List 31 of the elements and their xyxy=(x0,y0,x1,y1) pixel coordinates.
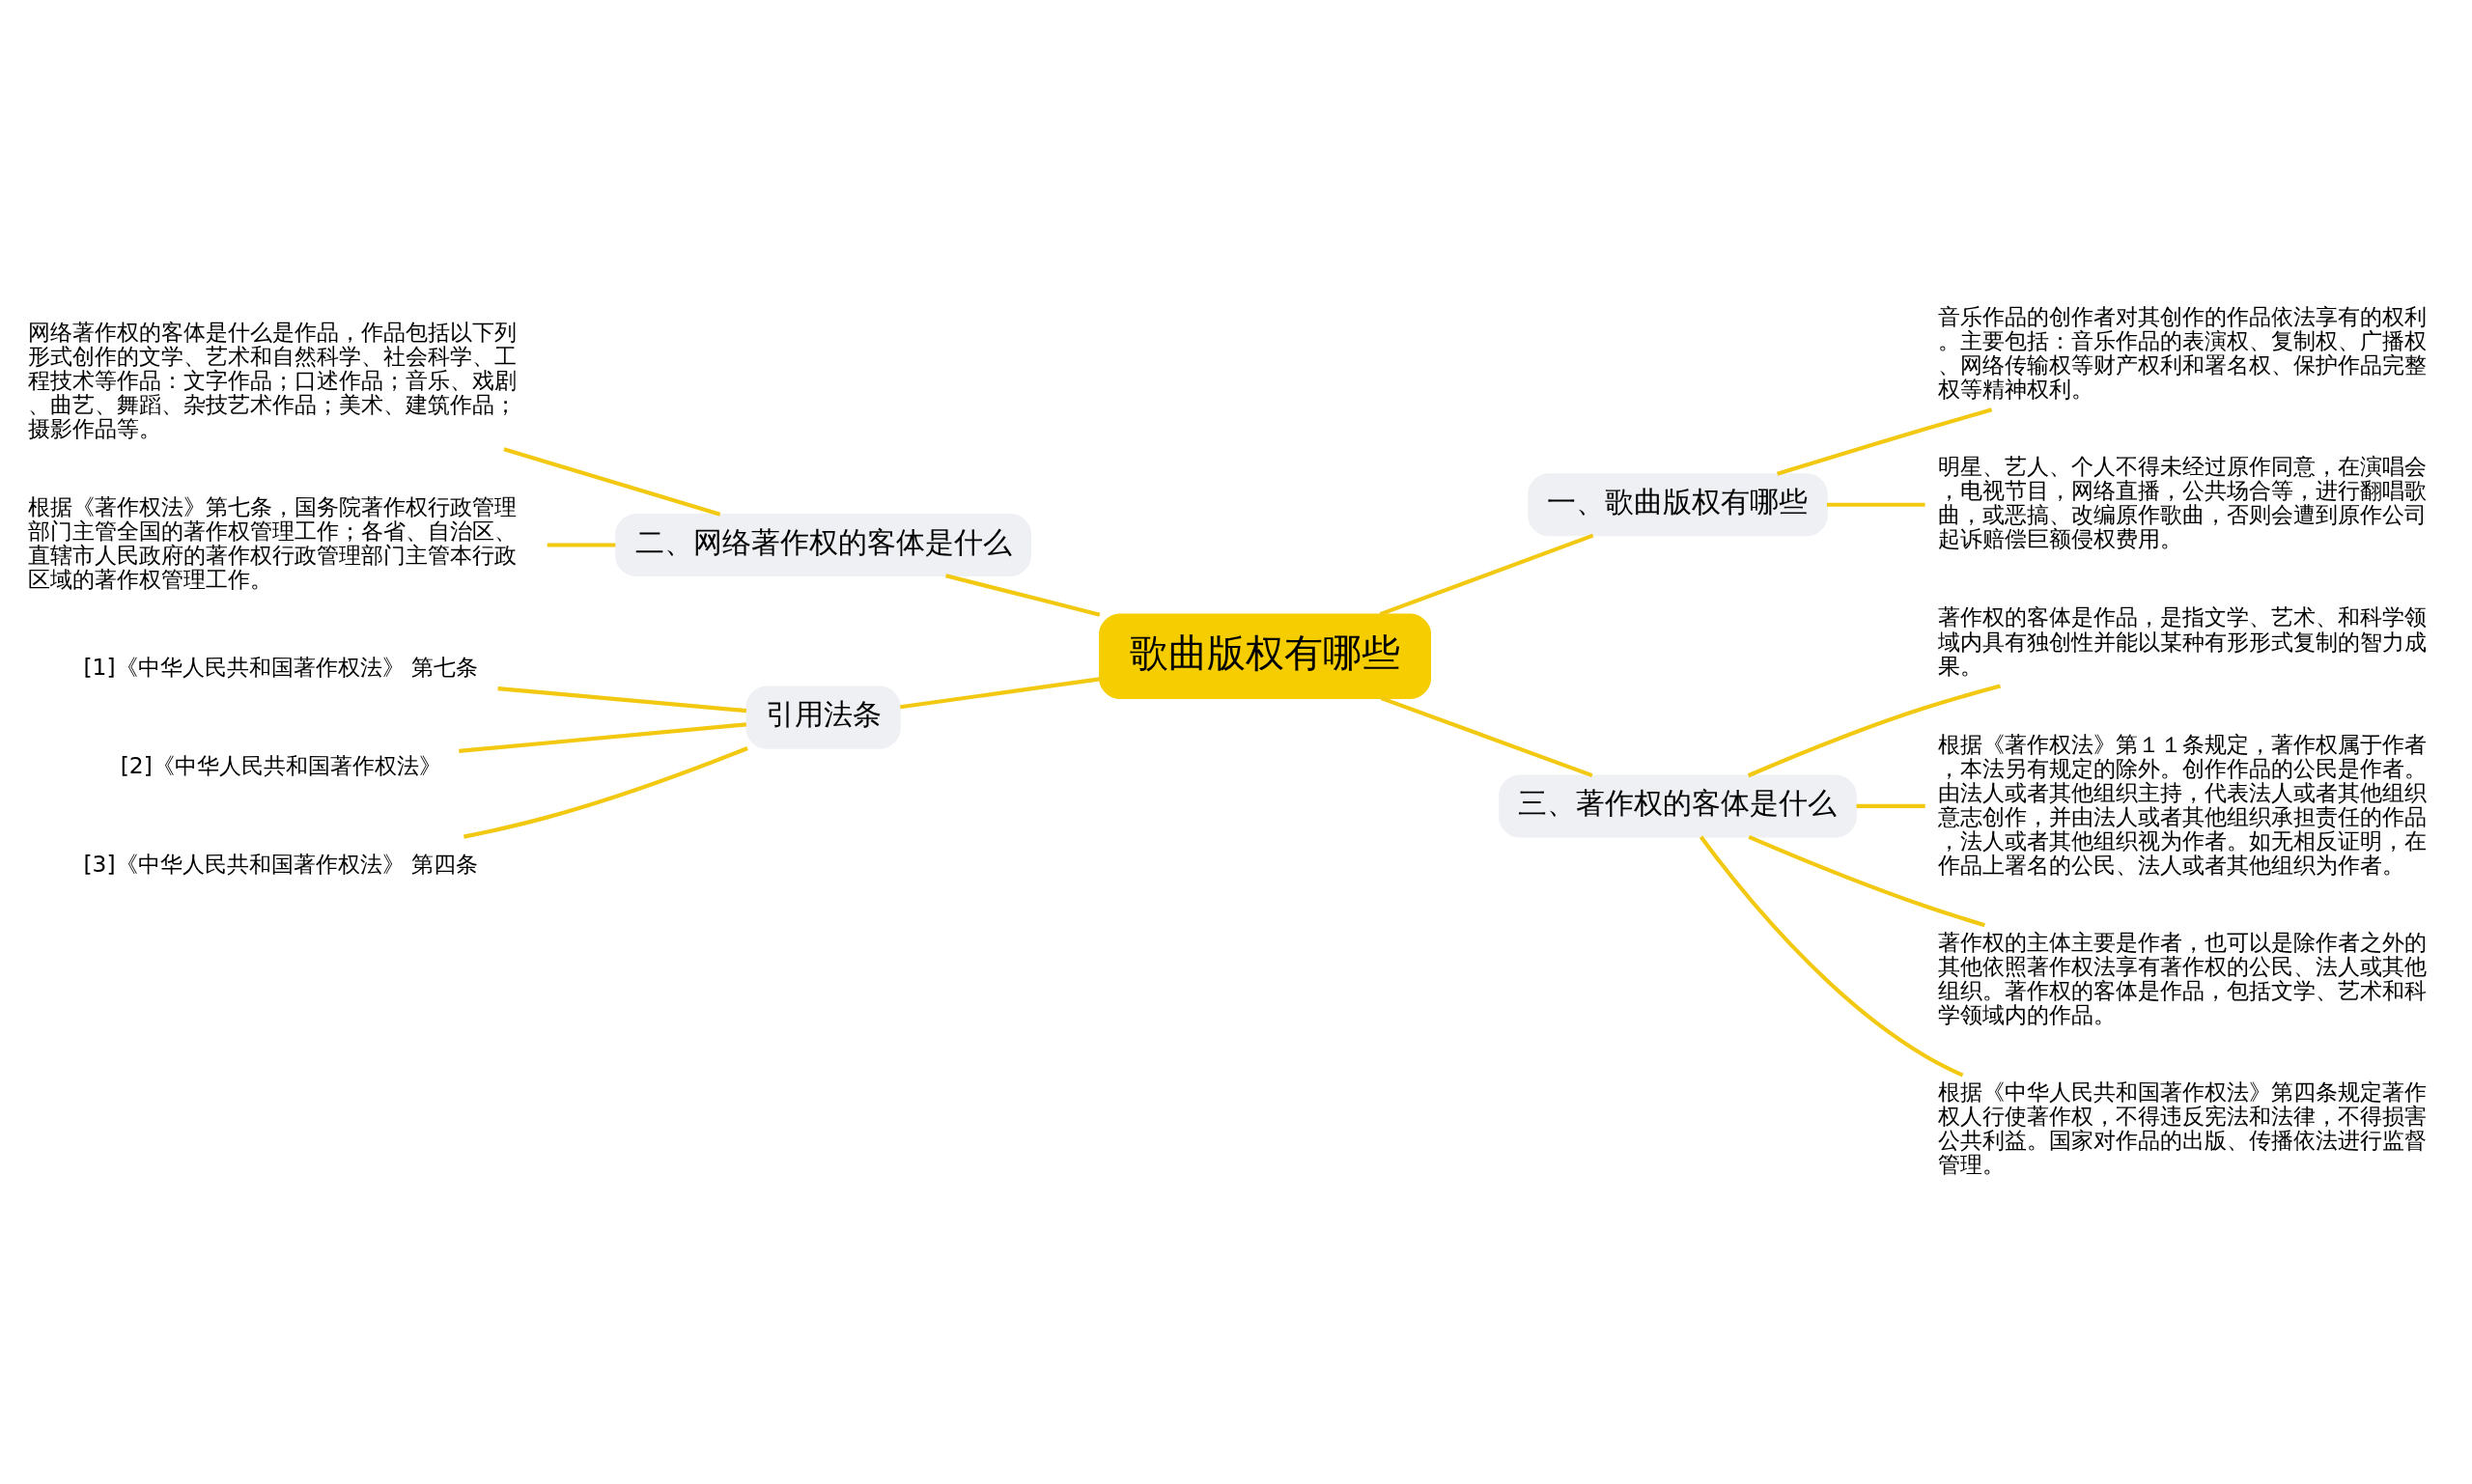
node-text: 根据《中华人民共和国著作权法》第四条规定著作权人行使著作权，不得违反宪法和法律，不得损害公共利益。国家对作品的出版、传播依法进行监督管理。 xyxy=(1938,1078,2428,1178)
node-text: [1]《中华人民共和国著作权法》 第七条 xyxy=(83,653,478,681)
connector xyxy=(1380,695,1593,777)
connector xyxy=(1699,835,1964,1078)
node-text: 音乐作品的创作者对其创作的作品依法享有的权利。主要包括：音乐作品的表演权、复制权、广播权、网络传输权等财产权利和署名权、保护作品完整权等精神权利。 xyxy=(1938,302,2428,403)
node-text: 网络著作权的客体是什么是作品，作品包括以下列形式创作的文学、艺术和自然科学、社会科学、工程技术等作品：文字作品；口述作品；音乐、戏剧、曲艺、舞蹈、杂技艺术作品；美术、建筑作品；摄影作品等。 xyxy=(27,318,517,442)
connector xyxy=(547,542,616,547)
node-text: 根据《著作权法》第１１条规定，著作权属于作者，本法另有规定的除外。创作作品的公民是作者。由法人或者其他组织主持，代表法人或者其他组织意志创作，并由法人或者其他组织承担责任的作品，法人或者其他组织视为作者。如无相反证明，在作品上署名的公民、法人或者其他组织为作者。 xyxy=(1938,730,2428,879)
connector xyxy=(1747,684,2001,777)
connector xyxy=(497,686,747,713)
connector xyxy=(945,573,1101,617)
node-text: 著作权的客体是作品，是指文学、艺术、和科学领域内具有独创性并能以某种有形形式复制的智力成果。 xyxy=(1938,602,2428,680)
node-box: 一、歌曲版权有哪些 xyxy=(1528,472,1828,536)
node-text: [3]《中华人民共和国著作权法》 第四条 xyxy=(83,850,478,878)
node-text: 明星、艺人、个人不得未经过原作同意，在演唱会，电视节目，网络直播，公共场合等，进行翻唱歌曲，或恶搞、改编原作歌曲，否则会遭到原作公司起诉赔偿巨额侵权费用。 xyxy=(1938,452,2428,552)
connector xyxy=(503,446,721,517)
connector xyxy=(1748,834,1985,927)
node-box: 三、著作权的客体是什么 xyxy=(1499,773,1857,837)
node-box: 引用法条 xyxy=(745,686,901,749)
connector xyxy=(900,676,1100,709)
connector xyxy=(1379,533,1594,616)
connector xyxy=(459,721,746,753)
node-box: 二、网络著作权的客体是什么 xyxy=(615,513,1031,576)
connector xyxy=(1856,803,1925,808)
connector xyxy=(464,745,748,839)
node-text: 根据《著作权法》第七条，国务院著作权行政管理部门主管全国的著作权管理工作；各省、自治区、直辖市人民政府的著作权行政管理部门主管本行政区域的著作权管理工作。 xyxy=(27,492,517,593)
connector xyxy=(1827,502,1925,507)
connector xyxy=(1776,406,1993,476)
node-text: 著作权的主体主要是作者，也可以是除作者之外的其他依照著作权法享有著作权的公民、法人或其他组织。著作权的客体是作品，包括文学、艺术和科学领域内的作品。 xyxy=(1938,928,2428,1028)
node-box: 歌曲版权有哪些 xyxy=(1099,612,1432,699)
node-text: [2]《中华人民共和国著作权法》 xyxy=(120,751,441,779)
